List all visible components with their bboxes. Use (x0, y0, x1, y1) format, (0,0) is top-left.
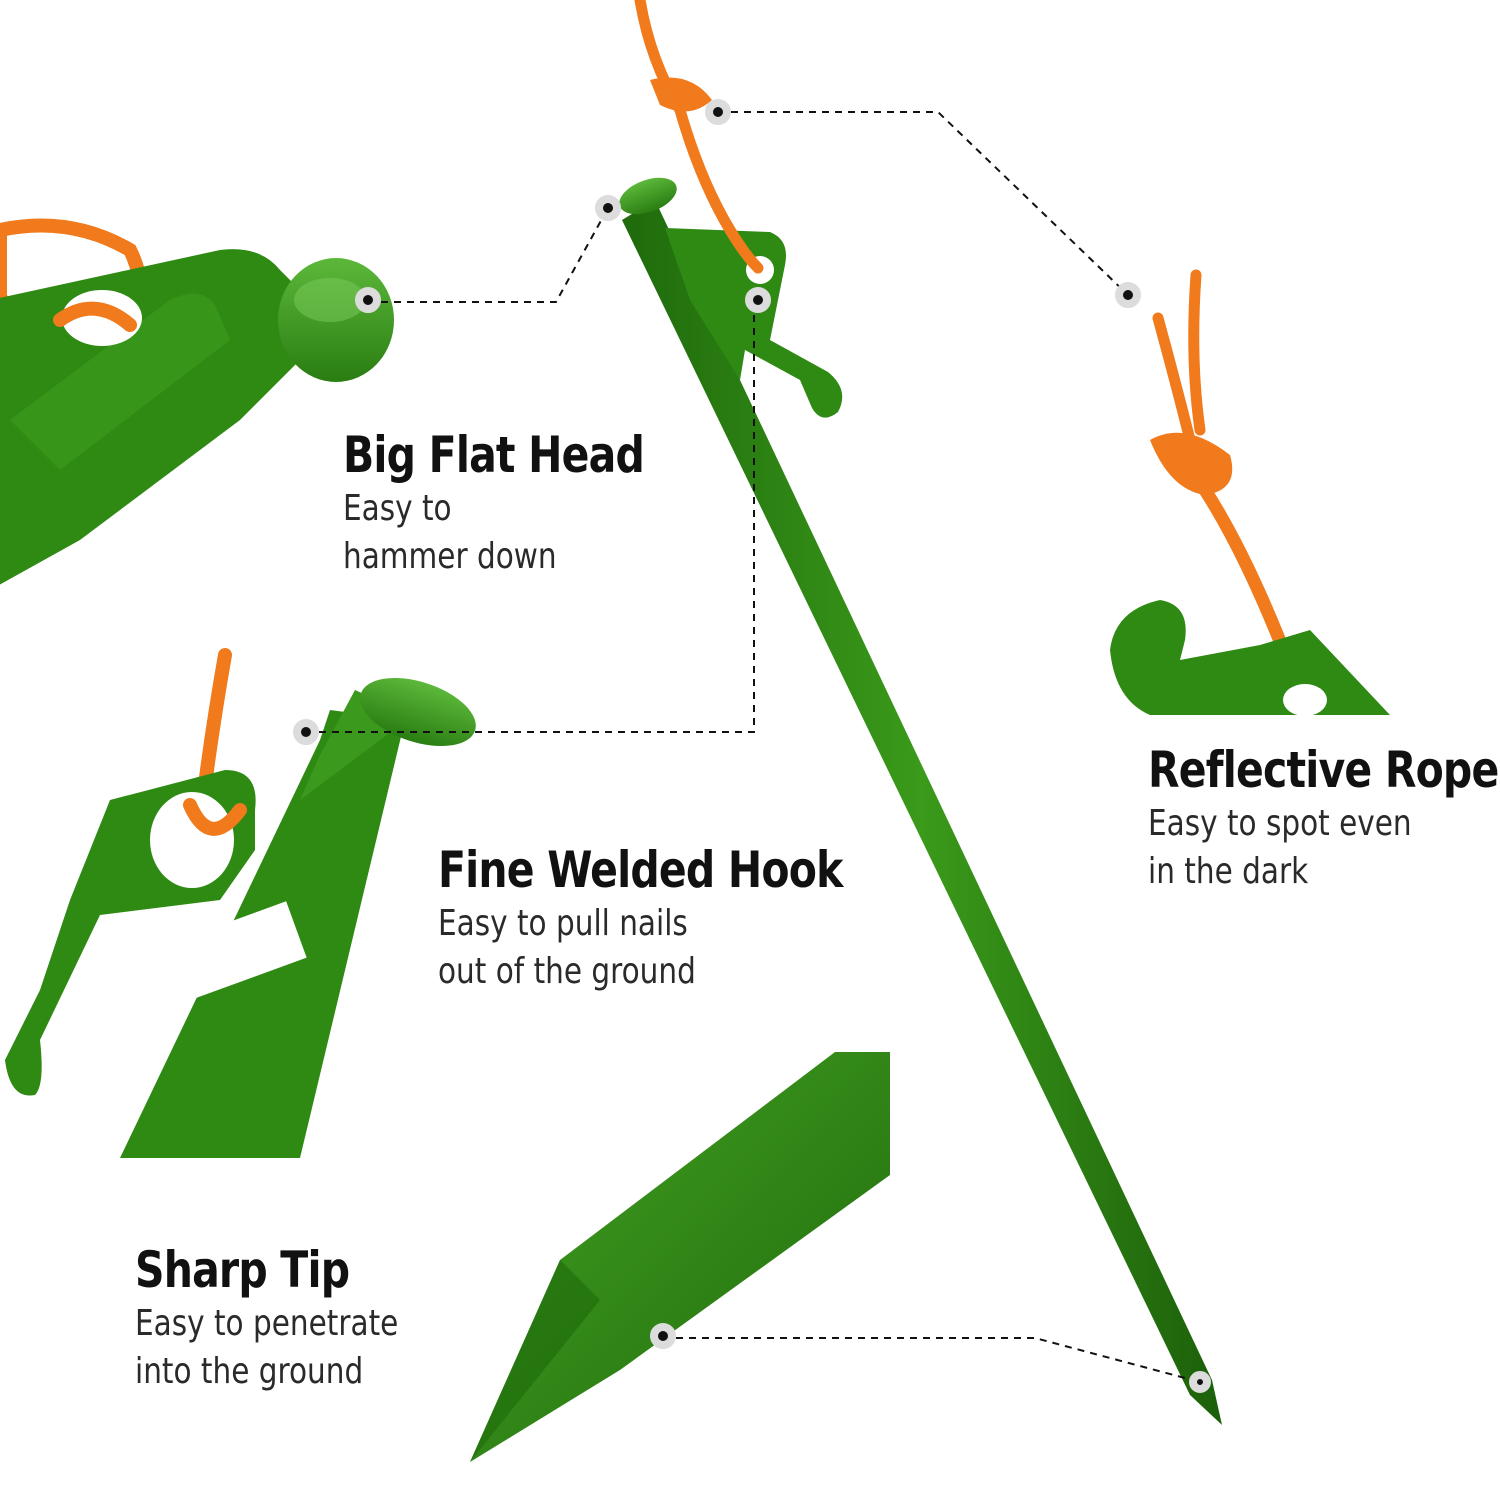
callout-tip (650, 1323, 1211, 1393)
feature-rope: Reflective Rope Easy to spot even in the… (1148, 740, 1500, 896)
peg-head-icon (1110, 600, 1390, 715)
peg-head-closeup-image (0, 218, 394, 585)
peg-tip-closeup-image (470, 1052, 890, 1462)
rope-knot-icon (1150, 432, 1233, 495)
rope-icon (634, 0, 764, 274)
feature-hook: Fine Welded Hook Easy to pull nails out … (438, 840, 931, 996)
callout-flat-head (355, 195, 621, 313)
feature-title: Sharp Tip (135, 1241, 350, 1299)
callout-rope (705, 99, 1141, 308)
feature-description: Easy to spot even in the dark (1148, 803, 1412, 892)
reflective-rope-closeup-image (1110, 269, 1390, 716)
feature-tip: Sharp Tip Easy to penetrate into the gro… (135, 1240, 475, 1396)
peg-shaft-icon (622, 200, 1222, 1425)
feature-title: Fine Welded Hook (438, 841, 843, 899)
feature-title: Big Flat Head (343, 426, 645, 484)
rope-hole-icon (150, 792, 234, 888)
peg-full-image (619, 0, 1222, 1425)
callout-hook (293, 287, 771, 745)
flat-head-icon (360, 677, 476, 747)
feature-flat-head: Big Flat Head Easy to hammer down (343, 425, 710, 581)
feature-description: Easy to pull nails out of the ground (438, 903, 696, 992)
feature-description: Easy to hammer down (343, 488, 557, 577)
rope-hole-icon (1283, 684, 1327, 716)
feature-title: Reflective Rope (1148, 741, 1499, 799)
peg-head-icon (619, 177, 677, 215)
feature-description: Easy to penetrate into the ground (135, 1303, 399, 1392)
sharp-tip-icon (470, 1052, 890, 1462)
peg-hook-closeup-image (5, 648, 476, 1158)
peg-hook-icon (665, 228, 843, 418)
